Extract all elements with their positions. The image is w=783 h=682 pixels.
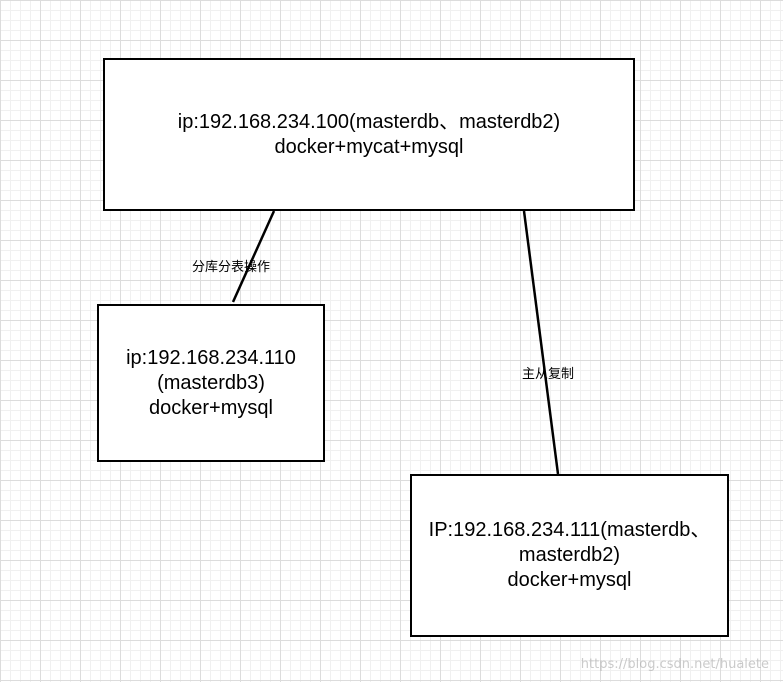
node-server-110-ip: ip:192.168.234.110 (126, 346, 296, 369)
node-server-100-stack: docker+mycat+mysql (274, 135, 464, 158)
edge-label-replication: 主从复制 (522, 367, 575, 382)
edge-replication (522, 210, 560, 475)
edge-label-sharding: 分库分表操作 (192, 260, 271, 275)
node-server-100-ip: ip:192.168.234.100(masterdb、masterdb2) (177, 110, 561, 133)
node-server-111-db: masterdb2) (518, 544, 621, 566)
node-server-110-db: (masterdb3) (157, 371, 265, 394)
watermark: https://blog.csdn.net/hualete (580, 657, 769, 672)
node-server-110[interactable]: ip:192.168.234.110 (masterdb3) docker+my… (97, 304, 325, 462)
node-server-100[interactable]: ip:192.168.234.100(masterdb、masterdb2) d… (103, 58, 635, 211)
edge-sharding (231, 210, 276, 303)
node-server-111-ip: IP:192.168.234.111(masterdb、 (428, 519, 711, 541)
node-server-111[interactable]: IP:192.168.234.111(masterdb、 masterdb2) … (410, 474, 729, 637)
node-server-110-stack: docker+mysql (149, 396, 273, 419)
node-server-111-stack: docker+mysql (507, 569, 632, 591)
